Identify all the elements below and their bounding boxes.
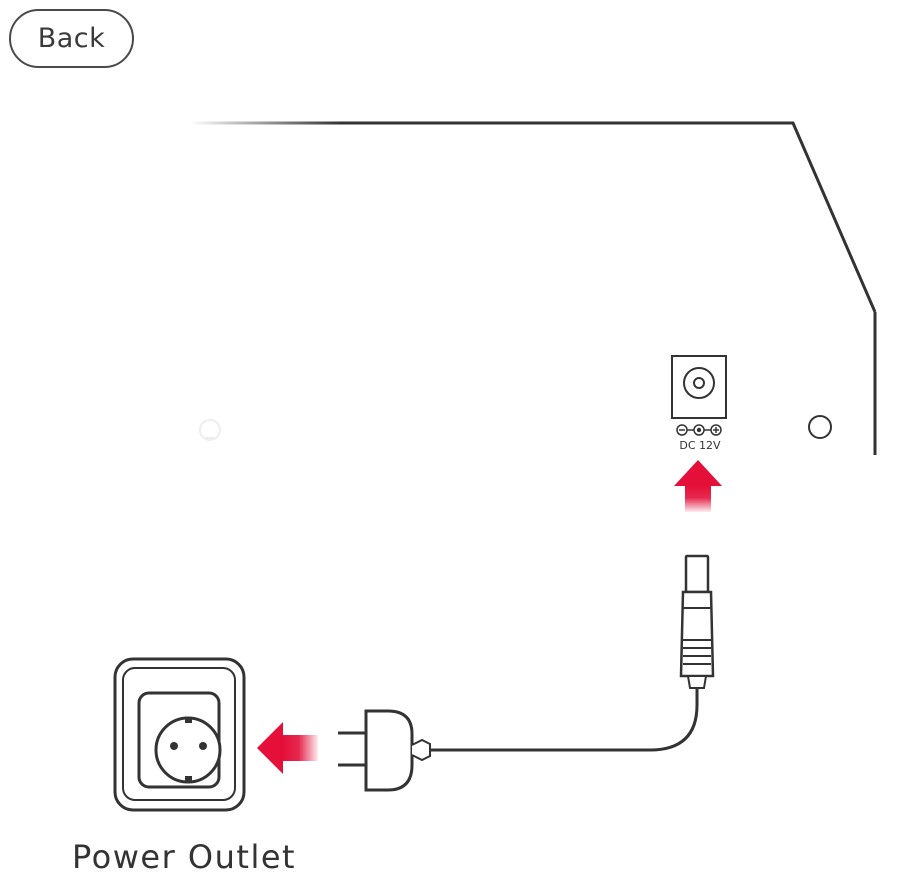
dc-plug-connector	[679, 554, 715, 689]
arrow-up-icon	[674, 460, 722, 512]
wall-plug	[338, 709, 431, 792]
back-button[interactable]: Back	[9, 9, 134, 68]
dc-polarity-icon	[676, 424, 722, 436]
dc-port-pin	[693, 377, 705, 389]
power-cable	[430, 688, 699, 752]
dc-port-outer-ring	[683, 367, 715, 399]
dc-port-label: DC 12V	[679, 439, 721, 452]
device-top-edge	[190, 121, 877, 313]
reset-hole	[808, 415, 832, 439]
network-switch-device: DC 12V	[190, 121, 877, 457]
arrow-left-icon	[257, 722, 318, 774]
power-outlet-socket	[113, 657, 246, 812]
faded-left-hole	[199, 419, 221, 441]
power-outlet-label: Power Outlet	[72, 838, 297, 876]
